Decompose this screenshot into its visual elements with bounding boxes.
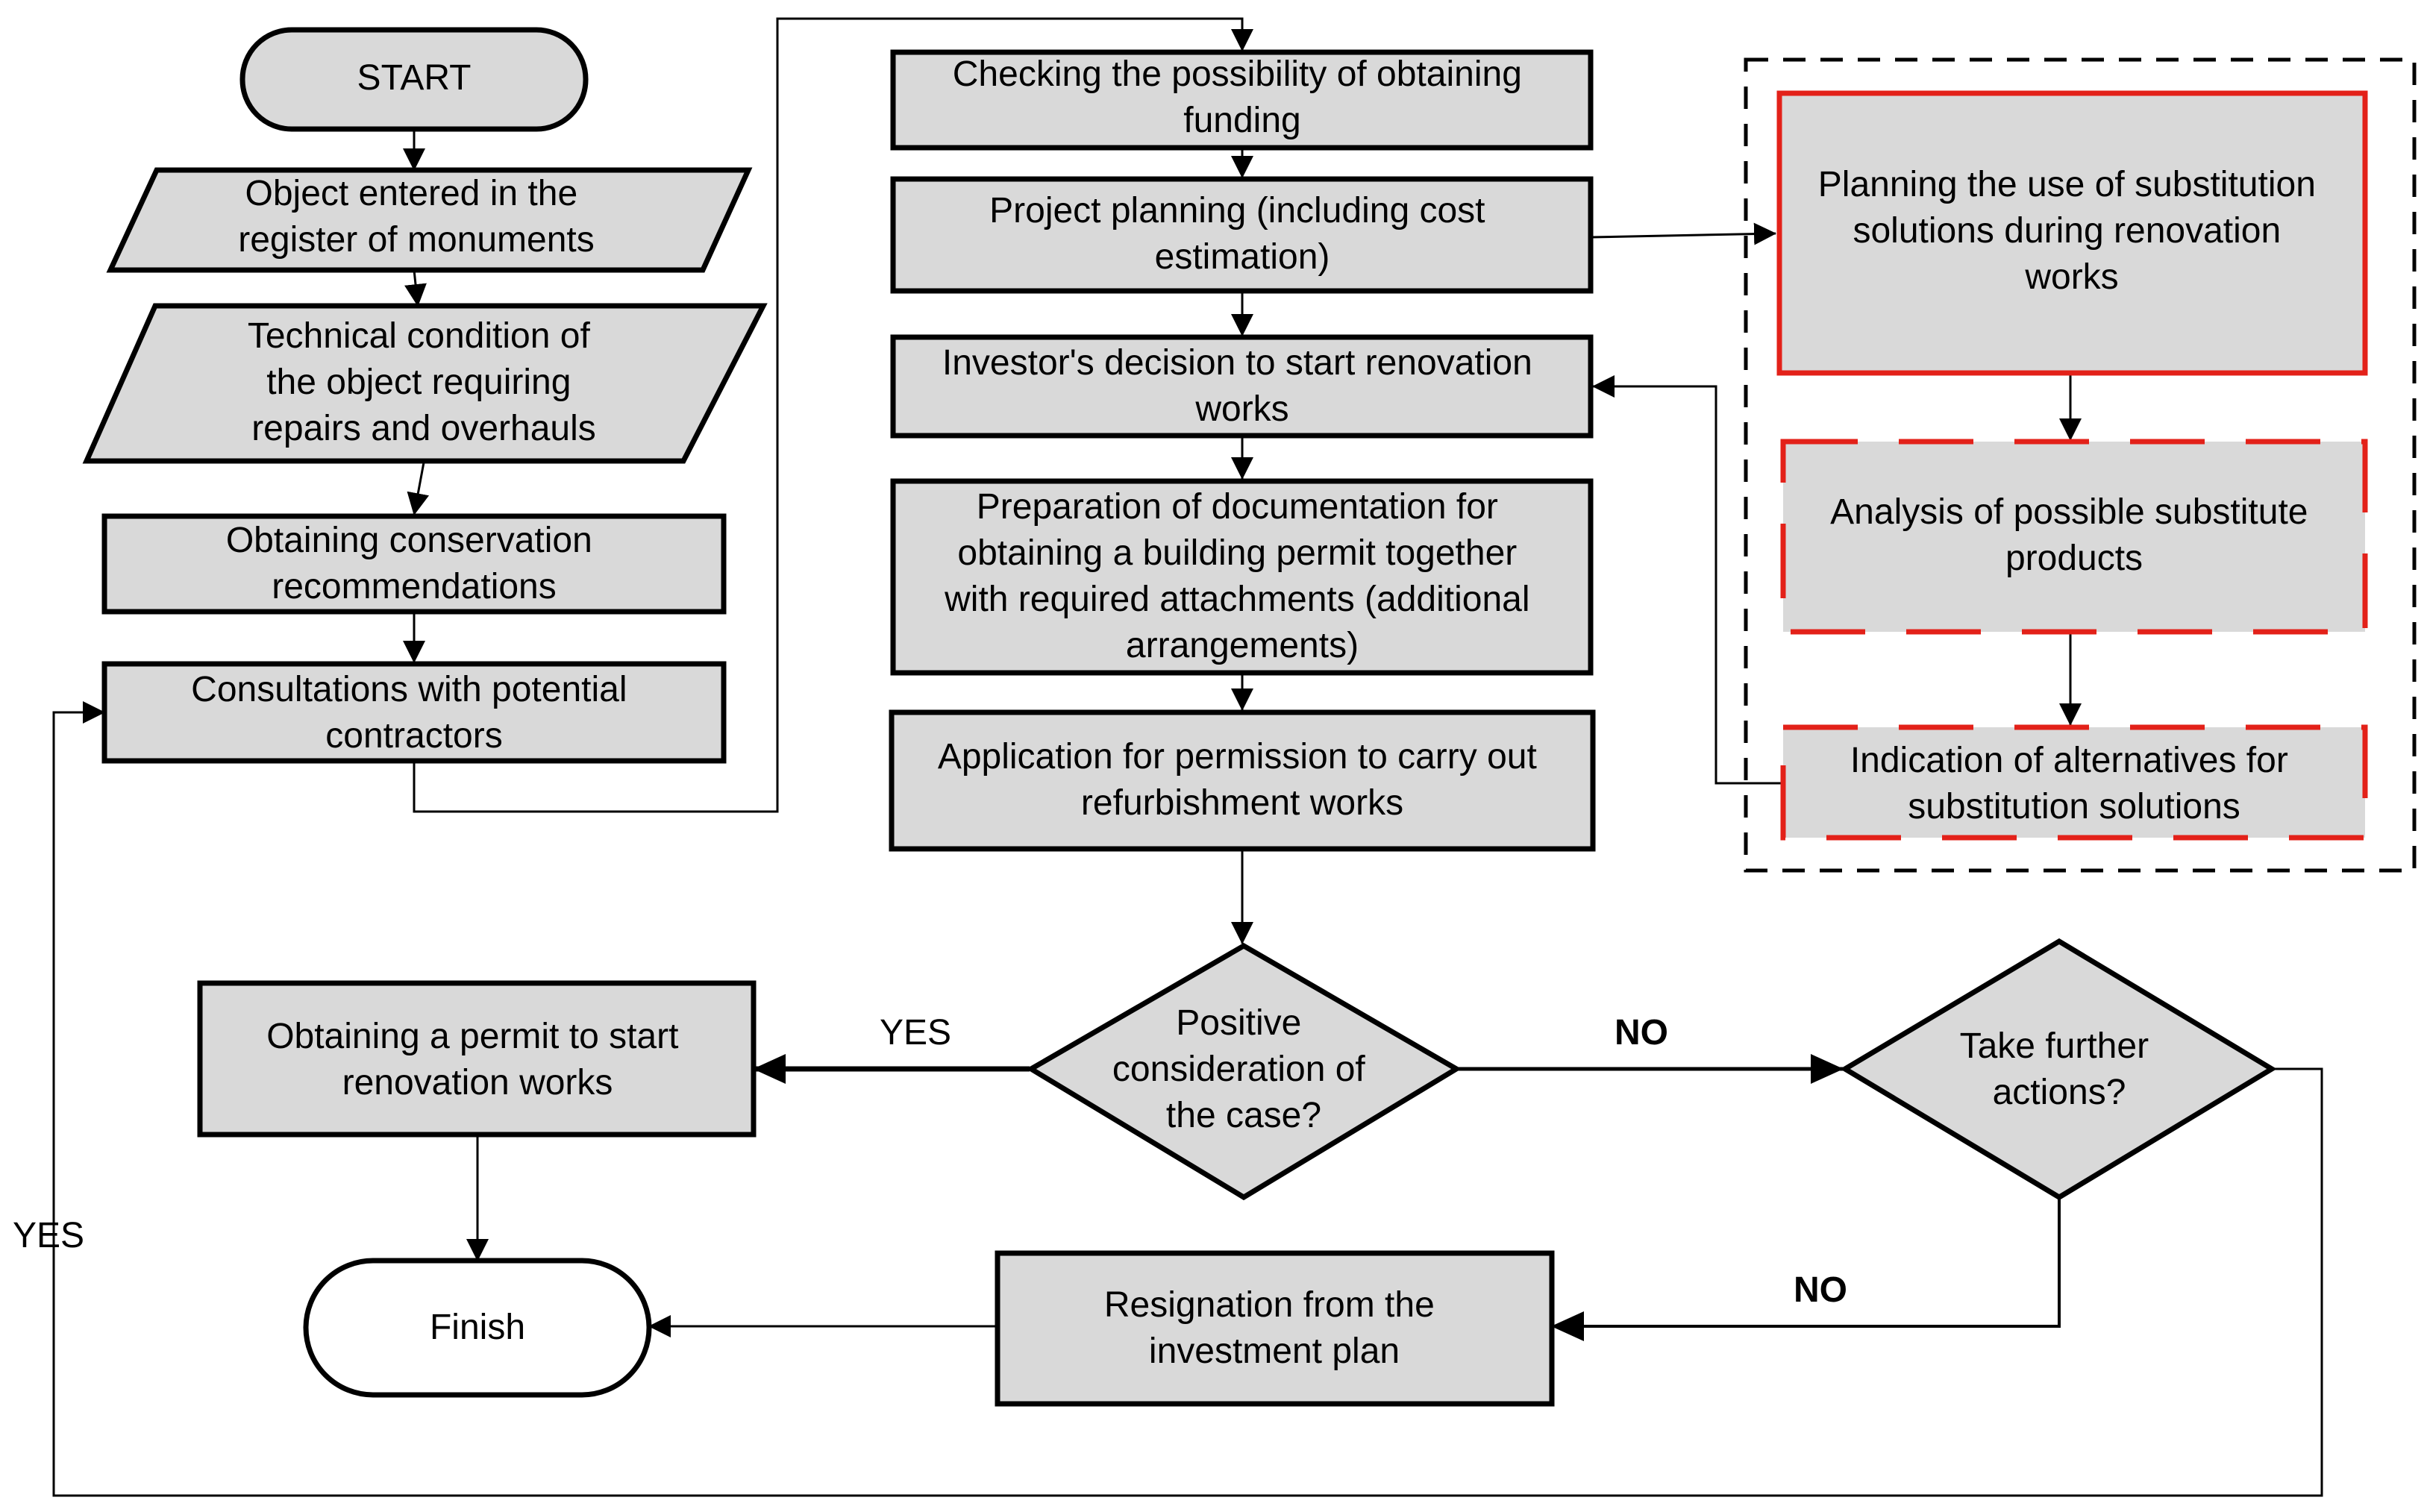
analysis-label: Analysis of possible substitute products [1830,492,2318,578]
permit-line-1: Obtaining a permit to start [266,1017,678,1056]
edge-technical-conservation [407,462,430,515]
technical-condition-label: Technical condition of the object requir… [248,316,600,448]
register-node: Object entered in the register of monume… [106,167,753,273]
funding-line-2: funding [1183,101,1300,140]
application-node: Application for permission to carry out … [889,709,1596,852]
edge-planning-substitution [1591,222,1776,245]
planning-line-1: Project planning (including cost [989,191,1485,230]
resignation-node: Resignation from the investment plan [995,1250,1555,1407]
decision-line-1: Investor's decision to start renovation [942,343,1532,383]
funding-node: Checking the possibility of obtaining fu… [890,49,1594,151]
edge-alternatives-decision [1592,375,1782,785]
further-line-1: Take further [1960,1026,2149,1066]
consultations-line-2: contractors [325,716,502,756]
register-line-1: Object entered in the [245,174,578,213]
further-actions-label: Take further actions? [1960,1026,2159,1112]
permit-node: Obtaining a permit to start renovation w… [197,980,757,1138]
technical-line-3: repairs and overhauls [251,409,596,448]
edge-further-resignation [1551,1197,2061,1341]
conservation-line-1: Obtaining conservation [226,521,592,560]
permit-label: Obtaining a permit to start renovation w… [266,1017,689,1102]
substitution-planning-node: Planning the use of substitution solutio… [1776,90,2368,376]
substitution-group-frame [1744,57,2417,873]
conservation-label: Obtaining conservation recommendations [226,521,602,606]
register-line-2: register of monuments [238,220,595,260]
yes-loop-label: YES [13,1216,84,1255]
substitution-line-2: solutions during renovation [1853,211,2281,251]
decision-line-2: works [1194,389,1288,429]
analysis-line-1: Analysis of possible substitute [1830,492,2308,532]
alternatives-node: Indication of alternatives for substitut… [1780,724,2368,841]
application-line-1: Application for permission to carry out [938,737,1537,777]
documentation-label: Preparation of documentation for obtaini… [944,487,1540,665]
planning-node: Project planning (including cost estimat… [890,176,1594,294]
yes-permit-label: YES [880,1013,951,1053]
technical-line-2: the object requiring [266,363,571,402]
consultations-node: Consultations with potential contractors [101,661,727,764]
application-line-2: refurbishment works [1081,783,1403,823]
edge-consultations-funding [413,17,1253,813]
positive-line-2: consideration of [1112,1050,1366,1089]
analysis-node: Analysis of possible substitute products [1780,439,2368,635]
substitution-planning-label: Planning the use of substitution solutio… [1818,165,2326,297]
documentation-line-1: Preparation of documentation for [977,487,1498,527]
conservation-line-2: recommendations [272,567,557,606]
substitution-line-3: works [2024,257,2118,297]
application-label: Application for permission to carry out … [938,737,1547,823]
no-further-label: NO [1615,1013,1668,1053]
resignation-line-1: Resignation from the [1104,1285,1435,1325]
analysis-line-2: products [2005,539,2143,578]
planning-label: Project planning (including cost estimat… [989,191,1495,277]
start-label: START [357,58,472,98]
finish-terminator: Finish [303,1258,652,1398]
no-resign-label: NO [1794,1270,1847,1310]
resignation-label: Resignation from the investment plan [1104,1285,1444,1371]
positive-consideration-decision: Positive consideration of the case? [1026,942,1462,1201]
decision-label: Investor's decision to start renovation … [942,343,1542,429]
alternatives-label: Indication of alternatives for substitut… [1850,741,2298,826]
documentation-line-2: obtaining a building permit together [957,533,1517,573]
documentation-line-4: arrangements) [1126,626,1359,665]
documentation-node: Preparation of documentation for obtaini… [890,478,1594,676]
edge-register-technical [404,269,427,307]
positive-line-1: Positive [1176,1003,1301,1043]
decision-node: Investor's decision to start renovation … [890,334,1594,439]
positive-line-3: the case? [1166,1096,1321,1135]
conservation-node: Obtaining conservation recommendations [101,513,727,615]
register-label: Object entered in the register of monume… [238,174,595,260]
further-line-2: actions? [1993,1073,2126,1112]
planning-line-2: estimation) [1155,237,1330,277]
edge-further-consultations-loop [52,701,2323,1497]
alternatives-line-1: Indication of alternatives for [1850,741,2288,780]
funding-line-1: Checking the possibility of obtaining [953,54,1522,94]
technical-condition-node: Technical condition of the object requir… [82,303,768,464]
permit-line-2: renovation works [342,1063,613,1102]
positive-consideration-label: Positive consideration of the case? [1112,1003,1375,1135]
connectors [52,17,2323,1497]
further-actions-decision: Take further actions? [1840,938,2277,1201]
technical-line-1: Technical condition of [248,316,591,356]
alternatives-line-2: substitution solutions [1908,787,2240,826]
substitution-line-1: Planning the use of substitution [1818,165,2316,204]
resignation-line-2: investment plan [1149,1331,1400,1371]
funding-label: Checking the possibility of obtaining fu… [953,54,1532,140]
start-terminator: START [239,27,589,132]
consultations-label: Consultations with potential contractors [191,670,637,756]
consultations-line-1: Consultations with potential [191,670,627,709]
finish-label: Finish [430,1308,525,1347]
documentation-line-3: with required attachments (additional [944,580,1529,619]
